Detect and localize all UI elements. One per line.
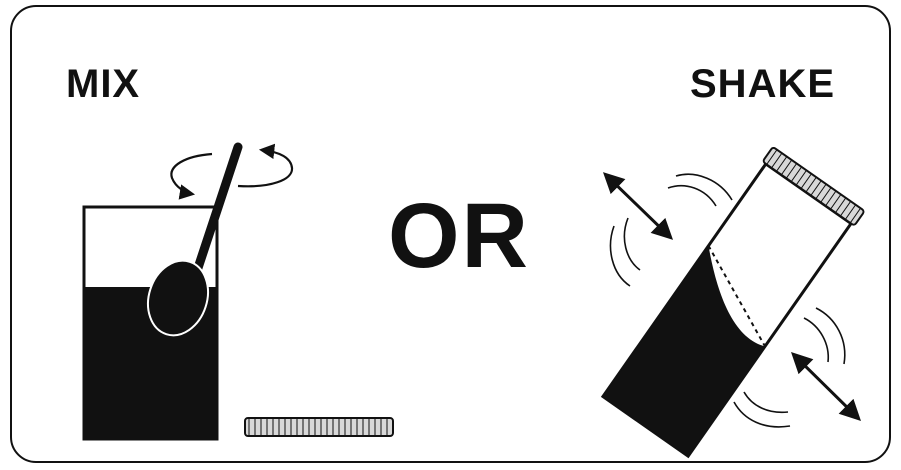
vibration-line — [611, 226, 630, 286]
vibration-line — [624, 218, 640, 270]
glass-with-spoon-icon — [84, 147, 238, 439]
vibration-line — [816, 308, 845, 364]
vibration-line — [676, 174, 732, 200]
lid-icon — [245, 418, 393, 436]
loose-lid — [245, 418, 393, 436]
vibration-line — [804, 318, 828, 362]
motion-arrow-top — [606, 175, 670, 237]
motion-arrow-bottom — [794, 355, 858, 418]
tilted-jar-icon — [600, 147, 865, 459]
vibration-line — [744, 392, 788, 412]
vibration-line — [668, 186, 716, 206]
vibration-line — [734, 402, 790, 427]
rotation-arrow-left — [171, 154, 212, 194]
rotation-arrow-right — [238, 150, 292, 186]
